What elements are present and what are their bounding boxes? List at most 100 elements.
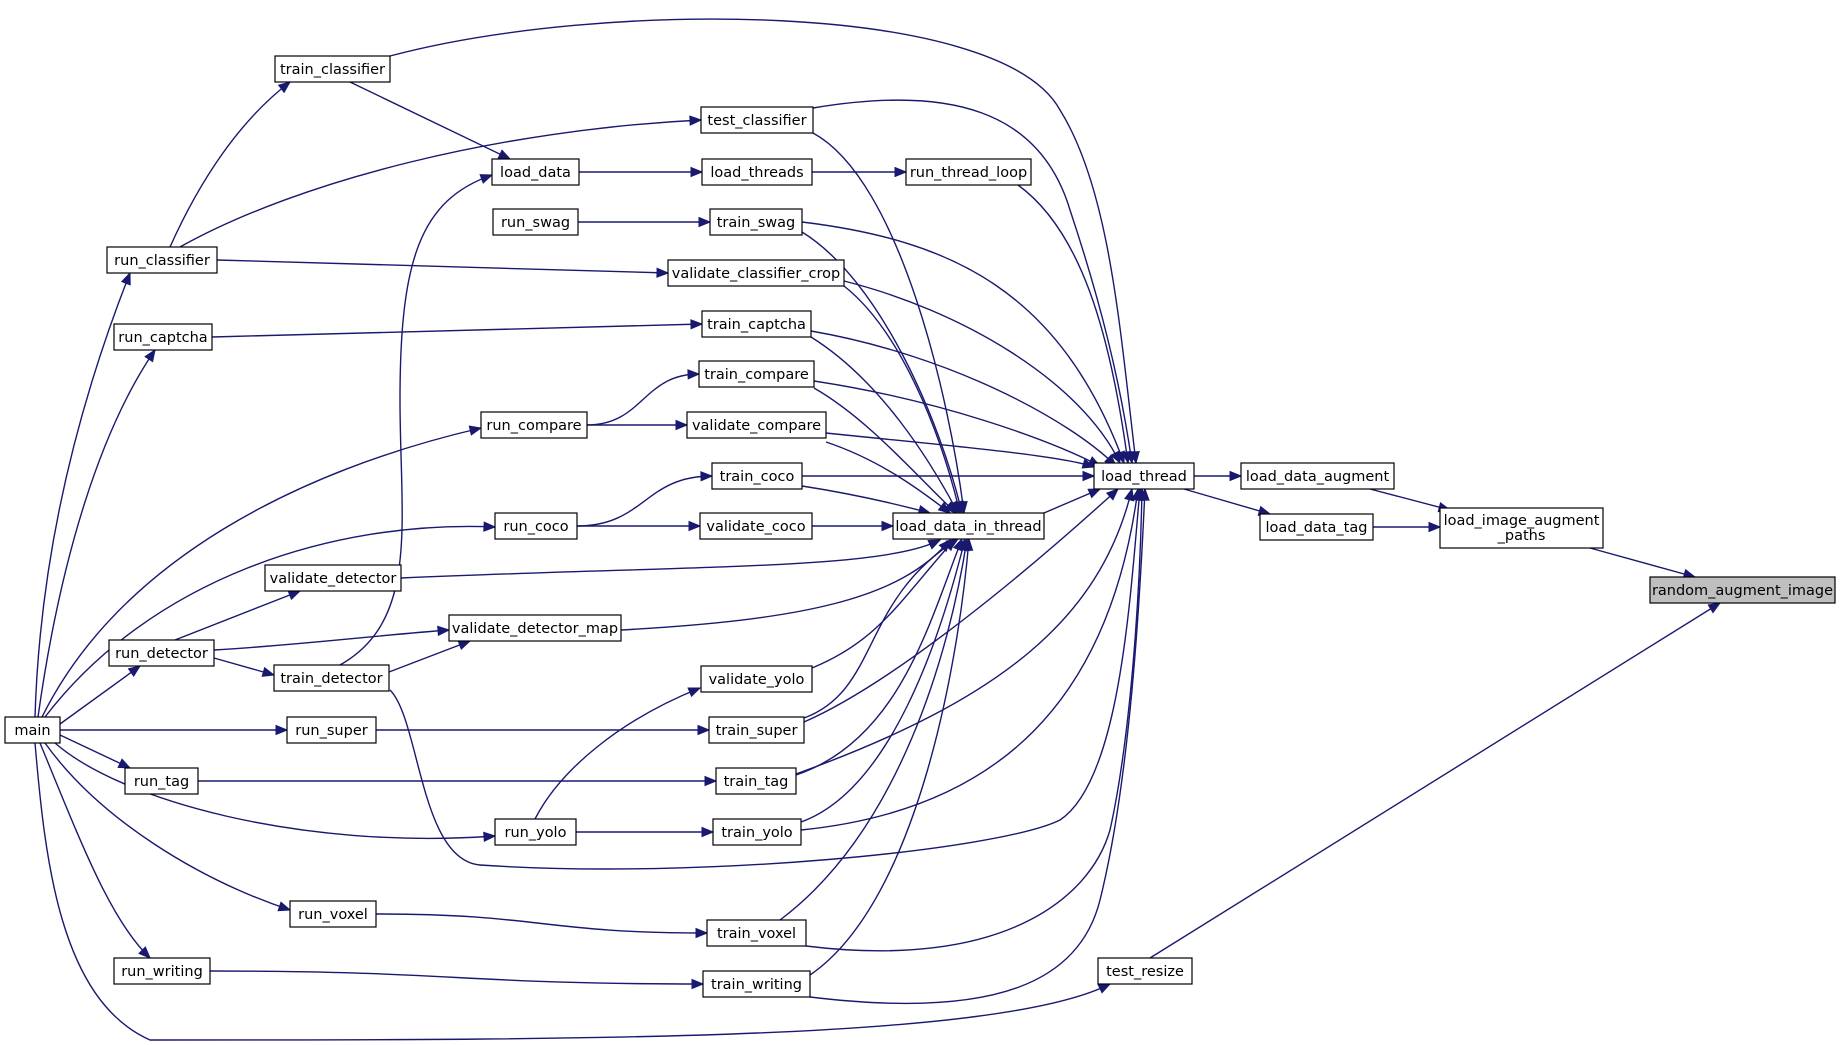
node-label: train_coco — [720, 469, 795, 485]
edge-train-swag-to-load-data-in-thread — [801, 231, 963, 514]
edge-train-compare-to-load-data-in-thread — [813, 387, 957, 514]
edge-test-classifier-to-load-data-in-thread — [812, 132, 965, 514]
node-label: run_swag — [501, 215, 570, 231]
node-label: load_image_augment_paths — [1444, 513, 1600, 544]
node-main[interactable]: main — [4, 716, 61, 744]
edge-main-to-run-classifier-arrowhead — [120, 271, 131, 286]
node-validate-coco[interactable]: validate_coco — [699, 512, 813, 540]
node-label: test_resize — [1106, 964, 1184, 980]
node-box — [108, 639, 215, 667]
node-train-detector[interactable]: train_detector — [273, 664, 390, 692]
node-label: validate_classifier_crop — [672, 266, 840, 282]
edge-main-to-run-voxel-arrowhead — [277, 901, 292, 912]
edge-run-compare-to-train-compare — [586, 373, 700, 426]
edge-main-to-run-detector — [59, 665, 141, 725]
node-train-yolo[interactable]: train_yolo — [712, 818, 802, 846]
node-run-detector[interactable]: run_detector — [108, 639, 215, 667]
node-label: train_writing — [711, 977, 802, 993]
node-load-data-tag[interactable]: load_data_tag — [1259, 513, 1374, 541]
node-label: train_captcha — [707, 317, 806, 333]
node-train-voxel[interactable]: train_voxel — [706, 919, 807, 947]
node-load-threads[interactable]: load_threads — [701, 158, 813, 186]
edge-train-tag-to-load-thread — [795, 488, 1133, 775]
edge-run-detector-to-validate-detector-arrowhead — [287, 590, 302, 601]
node-run-voxel[interactable]: run_voxel — [289, 900, 377, 928]
node-run-yolo[interactable]: run_yolo — [494, 818, 577, 846]
node-label: load_data_augment — [1246, 469, 1390, 485]
node-box — [1240, 462, 1395, 490]
node-run-super[interactable]: run_super — [286, 716, 377, 744]
node-train-swag[interactable]: train_swag — [709, 208, 803, 236]
node-run-classifier[interactable]: run_classifier — [106, 246, 218, 274]
node-run-tag[interactable]: run_tag — [124, 767, 199, 795]
edge-validate-detector-map-to-load-data-in-thread — [620, 539, 951, 631]
node-load-thread[interactable]: load_thread — [1093, 462, 1195, 490]
node-train-super[interactable]: train_super — [708, 716, 805, 744]
node-box — [1439, 507, 1604, 549]
node-run-swag[interactable]: run_swag — [492, 208, 579, 236]
node-label: train_classifier — [280, 62, 385, 78]
edge-run-compare-to-train-compare-arrowhead — [687, 369, 701, 380]
edge-run-captcha-to-train-captcha-arrowhead — [690, 319, 704, 330]
node-test-resize[interactable]: test_resize — [1097, 957, 1193, 985]
node-label: train_super — [716, 723, 798, 739]
node-run-captcha[interactable]: run_captcha — [113, 323, 213, 351]
node-box — [113, 323, 213, 351]
node-label: validate_detector_map — [452, 621, 618, 637]
edge-train-detector-to-load-data — [339, 174, 493, 666]
node-load-image-augment-paths[interactable]: load_image_augment_paths — [1439, 507, 1604, 549]
node-test-classifier[interactable]: test_classifier — [700, 106, 814, 134]
node-validate-yolo[interactable]: validate_yolo — [700, 665, 813, 693]
node-label: validate_coco — [706, 519, 805, 535]
edge-load-thread-to-load-data-tag — [1183, 488, 1271, 515]
edge-validate-classifier-crop-to-load-thread — [843, 280, 1121, 464]
edge-main-to-run-compare — [41, 427, 482, 718]
edge-run-writing-to-train-writing-arrowhead — [691, 978, 705, 990]
node-validate-classifier-crop[interactable]: validate_classifier_crop — [667, 259, 845, 287]
node-random-augment-image[interactable]: random_augment_image — [1649, 576, 1836, 604]
node-box — [715, 767, 797, 795]
node-box — [274, 55, 391, 83]
node-label: run_coco — [503, 519, 568, 535]
edge-train-captcha-to-load-data-in-thread — [810, 336, 959, 514]
node-label: random_augment_image — [1652, 583, 1833, 599]
node-train-writing[interactable]: train_writing — [702, 970, 811, 998]
node-validate-compare[interactable]: validate_compare — [686, 411, 827, 439]
node-train-coco[interactable]: train_coco — [711, 462, 803, 490]
node-train-captcha[interactable]: train_captcha — [701, 310, 812, 338]
node-box — [701, 310, 812, 338]
edge-train-classifier-to-load-thread — [389, 18, 1137, 464]
node-label: run_compare — [486, 418, 581, 434]
node-train-compare[interactable]: train_compare — [698, 360, 815, 388]
edge-run-coco-to-train-coco — [576, 475, 713, 527]
node-run-coco[interactable]: run_coco — [494, 512, 578, 540]
edge-main-to-run-captcha — [37, 349, 156, 718]
node-label: load_data — [500, 165, 571, 181]
edge-train-classifier-to-load-data — [349, 81, 511, 160]
edge-train-classifier-to-load-data-arrowhead — [497, 149, 512, 160]
node-load-data-augment[interactable]: load_data_augment — [1240, 462, 1395, 490]
edge-test-classifier-to-load-thread — [812, 99, 1133, 464]
node-run-thread-loop[interactable]: run_thread_loop — [905, 158, 1032, 186]
node-train-classifier[interactable]: train_classifier — [274, 55, 391, 83]
edge-run-detector-to-validate-detector — [174, 590, 301, 641]
node-load-data[interactable]: load_data — [491, 158, 580, 186]
edge-run-super-to-train-super-arrowhead — [697, 724, 711, 736]
node-box — [106, 246, 218, 274]
node-validate-detector[interactable]: validate_detector — [264, 564, 402, 592]
node-run-writing[interactable]: run_writing — [113, 957, 211, 985]
node-box — [289, 900, 377, 928]
edge-train-voxel-to-load-data-in-thread — [779, 538, 968, 921]
node-run-compare[interactable]: run_compare — [480, 411, 588, 439]
node-load-data-in-thread[interactable]: load_data_in_thread — [892, 512, 1045, 540]
node-box — [892, 512, 1045, 540]
node-label: load_data_tag — [1266, 520, 1368, 536]
node-train-tag[interactable]: train_tag — [715, 767, 797, 795]
node-box — [448, 614, 622, 642]
node-box — [701, 158, 813, 186]
node-box — [686, 411, 827, 439]
node-validate-detector-map[interactable]: validate_detector_map — [448, 614, 622, 642]
node-box — [702, 970, 811, 998]
node-label: run_captcha — [118, 330, 207, 346]
